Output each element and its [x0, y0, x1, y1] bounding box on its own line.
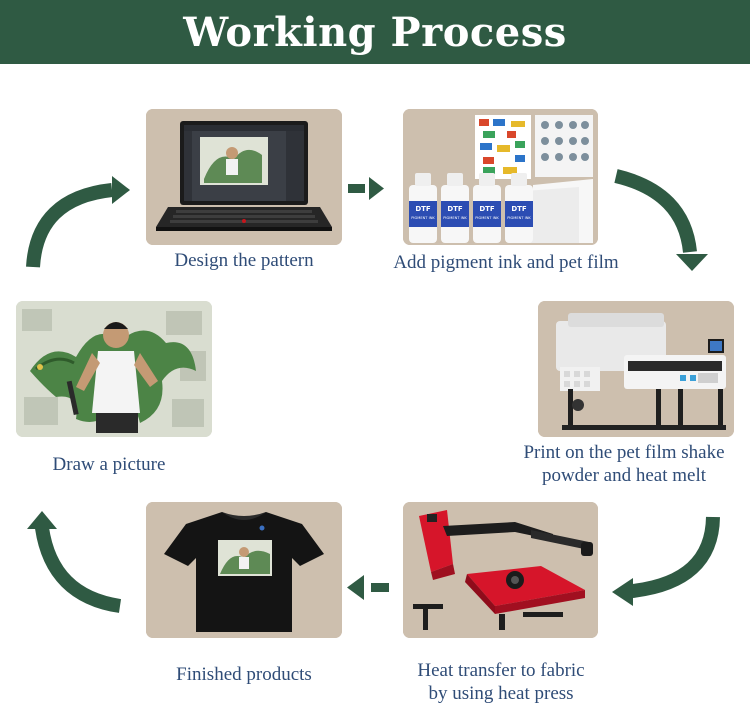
header-banner: Working Process: [0, 0, 750, 64]
bottle-1-subtitle: PIGMENT INK: [411, 216, 435, 220]
arrow-print-to-heat: [612, 516, 720, 606]
bottle-4-brand: DTF: [511, 205, 527, 213]
step-finished-image: [146, 502, 342, 638]
bottle-3-subtitle: PIGMENT INK: [475, 216, 499, 220]
step-heat-label: Heat transfer to fabric by using heat pr…: [417, 660, 585, 704]
step-ink-film-image: DTF PIGMENT INK DTF PIGMENT INK DTF PIGM…: [403, 109, 598, 245]
arrow-design-to-ink: [348, 177, 384, 200]
step-design-label: Design the pattern: [174, 250, 314, 271]
step-print-image: [538, 301, 734, 437]
ink-bottles-illustration: DTF PIGMENT INK DTF PIGMENT INK DTF PIGM…: [403, 109, 598, 245]
laptop-illustration: [146, 109, 342, 245]
arrow-draw-to-design: [26, 176, 130, 268]
step-draw-image: [16, 301, 212, 437]
artwork-illustration: [16, 301, 212, 437]
bottle-1-brand: DTF: [415, 205, 431, 213]
step-heat-image: [403, 502, 598, 638]
step-design-image: [146, 109, 342, 245]
step-draw-label: Draw a picture: [52, 454, 166, 475]
bottle-2-brand: DTF: [447, 205, 463, 213]
heat-press-illustration: [403, 502, 598, 638]
dtf-printer-illustration: [538, 301, 734, 437]
bottle-4-subtitle: PIGMENT INK: [507, 216, 531, 220]
page-title: Working Process: [183, 8, 567, 56]
bottle-2-subtitle: PIGMENT INK: [443, 216, 467, 220]
step-ink-film-label: Add pigment ink and pet film: [393, 252, 619, 273]
step-print-label: Print on the pet film shake powder and h…: [523, 442, 725, 486]
arrow-heat-to-finished: [347, 575, 389, 600]
step-finished-label: Finished products: [176, 664, 312, 685]
arrow-finished-to-draw: [27, 511, 122, 613]
bottle-3-brand: DTF: [479, 205, 495, 213]
tshirt-illustration: [146, 502, 342, 638]
